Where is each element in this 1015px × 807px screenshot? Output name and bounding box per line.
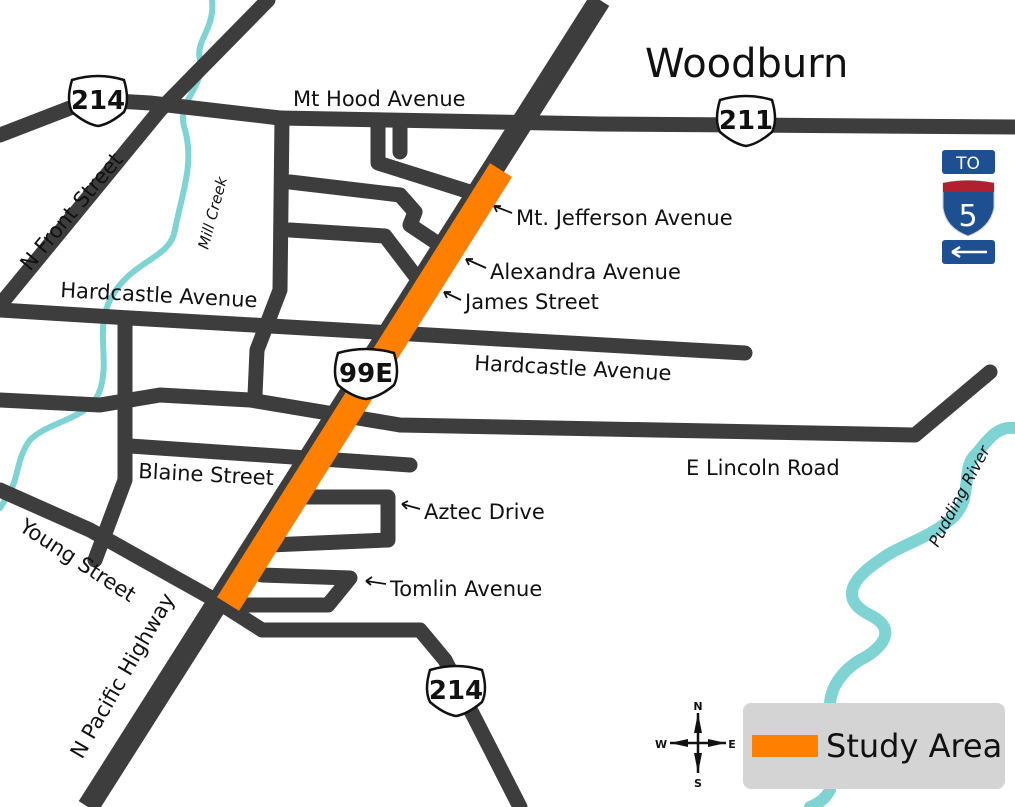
- n-front-street-road: [0, 0, 276, 313]
- pointer-arrows: [365, 205, 513, 586]
- svg-text:TO: TO: [955, 154, 980, 174]
- blaine-street-label: Blaine Street: [138, 459, 275, 490]
- mt-jefferson-side-road: [282, 174, 448, 253]
- pudding-river: [804, 421, 1015, 807]
- alexandra-arrow-icon: [465, 258, 487, 269]
- loop-road: [370, 117, 478, 200]
- study-area-swatch: [752, 735, 818, 757]
- hardcastle-avenue-east-label: Hardcastle Avenue: [474, 351, 672, 385]
- aztec-drive-road: [262, 489, 396, 553]
- tomlin-avenue-road: [232, 567, 358, 613]
- pudding-river-label: Pudding River: [925, 441, 995, 550]
- mt-hood-avenue-label: Mt Hood Avenue: [293, 87, 466, 111]
- james-street-label: James Street: [463, 290, 599, 314]
- young-street-road: [0, 482, 528, 807]
- tomlin-arrow-icon: [365, 576, 387, 586]
- alexandra-avenue-label: Alexandra Avenue: [490, 260, 681, 284]
- left-arrow-icon: [951, 245, 987, 259]
- north-connector-road: [247, 110, 290, 403]
- svg-text:214: 214: [429, 676, 483, 706]
- svg-text:211: 211: [719, 106, 773, 136]
- svg-text:N: N: [693, 700, 702, 713]
- svg-text:S: S: [694, 777, 702, 790]
- james-side-road: [282, 222, 428, 290]
- e-lincoln-road-label: E Lincoln Road: [686, 456, 840, 480]
- legend: Study Area: [743, 703, 1005, 789]
- hardcastle-avenue-west-label: Hardcastle Avenue: [60, 278, 258, 312]
- blaine-street-road: [122, 438, 418, 473]
- city-label: Woodburn: [645, 41, 848, 87]
- svg-text:E: E: [728, 738, 736, 751]
- mill-creek-label: Mill Creek: [194, 174, 231, 251]
- compass-rose-icon: N S E W: [655, 700, 736, 790]
- tomlin-avenue-label: Tomlin Avenue: [389, 577, 542, 601]
- interstate-5-sign: TO 5: [942, 150, 995, 264]
- james-arrow-icon: [443, 291, 462, 301]
- legend-label: Study Area: [826, 727, 1003, 765]
- svg-text:W: W: [655, 738, 667, 751]
- or-214-shield-north: 214: [67, 74, 129, 128]
- n-front-street-label: N Front Street: [15, 148, 127, 275]
- svg-text:99E: 99E: [339, 359, 393, 389]
- west-connector-road: [87, 310, 133, 568]
- mt-jefferson-avenue-label: Mt. Jefferson Avenue: [516, 206, 733, 230]
- svg-text:214: 214: [71, 86, 125, 116]
- mt-jefferson-arrow-icon: [493, 205, 513, 214]
- or-99e-shield: 99E: [333, 347, 399, 401]
- aztec-arrow-icon: [401, 500, 421, 510]
- e-lincoln-road: [0, 364, 998, 443]
- aztec-drive-label: Aztec Drive: [424, 500, 545, 524]
- svg-text:5: 5: [958, 199, 977, 234]
- or-211-shield: 211: [715, 94, 777, 148]
- or-214-shield-south: 214: [425, 664, 487, 718]
